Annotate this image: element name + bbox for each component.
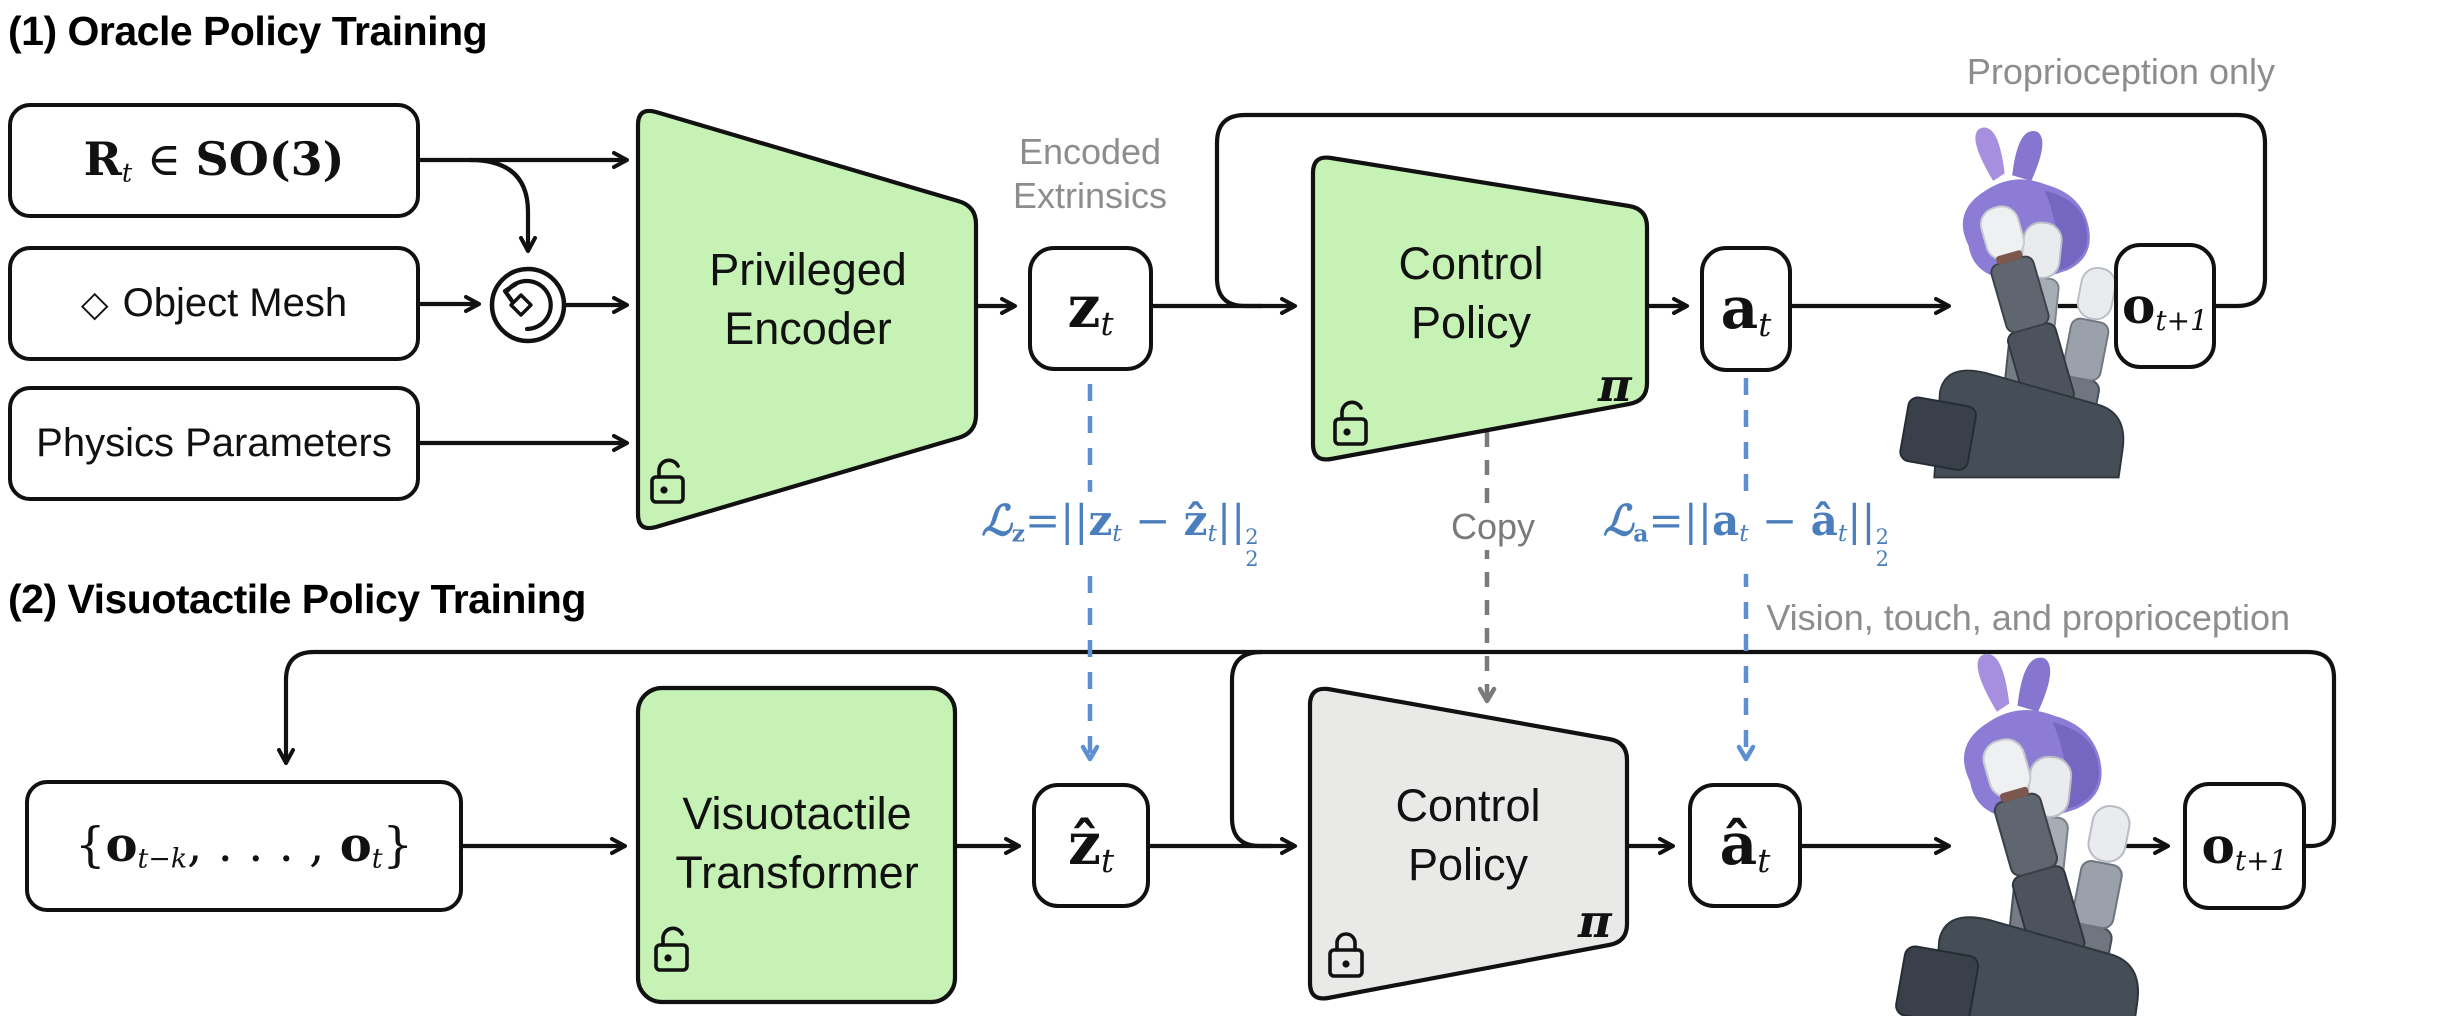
visuotactile-transformer-label: Visuotactile Transformer [675, 788, 919, 899]
o-t1-math-bottom: ot+1 [2201, 815, 2288, 877]
pi-symbol-frozen: π [1578, 894, 1612, 948]
rotation-math: Rt ∈ SO(3) [83, 132, 345, 189]
a-t-math: at [1720, 273, 1772, 345]
o-t1-box-bottom: ot+1 [2183, 782, 2306, 910]
physics-parameters-box: Physics Parameters [8, 386, 420, 501]
proprioception-only-label: Proprioception only [1966, 51, 2275, 92]
control-policy-frozen-label: Control Policy [1395, 780, 1541, 891]
copy-label: Copy [1442, 504, 1544, 550]
a-hat-math: ât [1719, 810, 1771, 881]
control-policy-oracle-shape [1310, 155, 1650, 462]
a-t-box: at [1700, 246, 1792, 372]
a-hat-box: ât [1688, 783, 1802, 908]
physics-parameters-label: Physics Parameters [36, 421, 392, 465]
z-t-box: zt [1028, 246, 1153, 371]
pi-symbol-oracle: π [1598, 358, 1632, 412]
o-t1-math-top: ot+1 [2122, 275, 2208, 337]
o-t1-box-top: ot+1 [2114, 243, 2216, 369]
section-1-title: (1) Oracle Policy Training [8, 8, 488, 54]
z-t-math: zt [1067, 273, 1114, 344]
visuotactile-transformer-shape [635, 685, 958, 1005]
control-policy-frozen-shape [1307, 686, 1630, 1001]
encoded-extrinsics-label: Encoded Extrinsics [1012, 131, 1168, 216]
feedback-loop-bottom-branch [1229, 649, 1275, 849]
rotate-object-icon [489, 266, 567, 344]
vision-touch-proprioception-label: Vision, touch, and proprioception [1766, 597, 2290, 638]
privileged-encoder-label: Privileged Encoder [709, 244, 907, 355]
object-mesh-box: ◇ Object Mesh [8, 246, 420, 361]
control-policy-oracle-label: Control Policy [1398, 238, 1544, 349]
arrow-rotation-branch-to-rotate-icon [469, 157, 537, 253]
section-2-title: (2) Visuotactile Policy Training [8, 576, 586, 622]
diamond-icon: ◇ [80, 282, 109, 324]
rotation-input-box: Rt ∈ SO(3) [8, 103, 420, 218]
privileged-encoder-shape [635, 108, 979, 531]
observation-history-math: {ot−k, . . . , ot} [74, 817, 414, 875]
feedback-loop-top [1214, 112, 2268, 309]
z-hat-box: ẑt [1032, 783, 1150, 908]
z-hat-math: ẑt [1068, 810, 1114, 881]
observation-history-box: {ot−k, . . . , ot} [25, 780, 463, 912]
object-mesh-label: Object Mesh [122, 281, 348, 325]
feedback-loop-bottom [277, 649, 2337, 849]
